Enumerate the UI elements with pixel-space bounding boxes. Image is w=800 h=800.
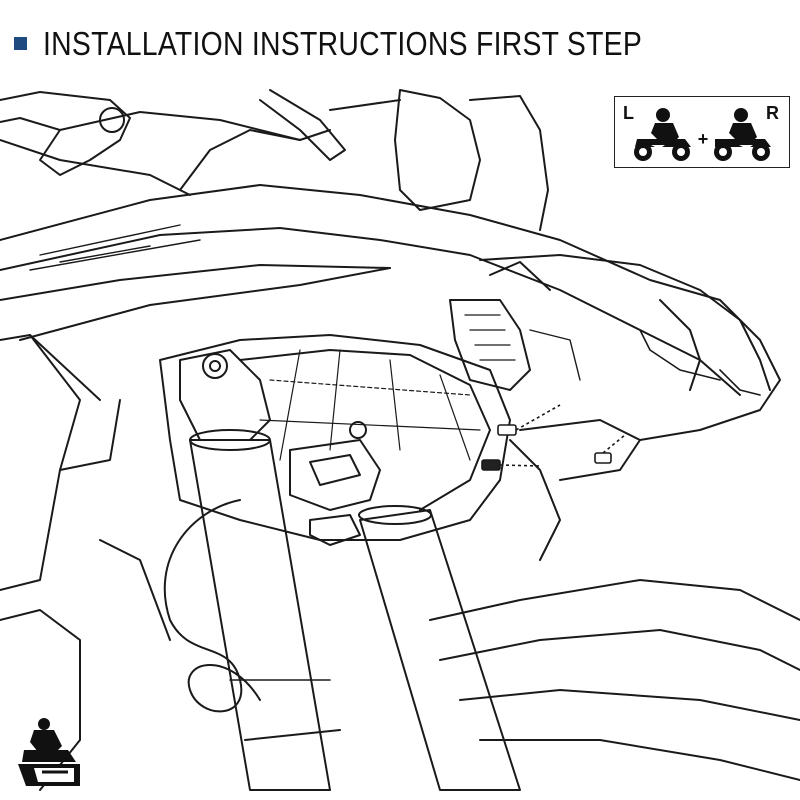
center-clamp: [289, 439, 381, 511]
right-fork-tube: [359, 509, 521, 791]
brand-logo-icon: [18, 718, 80, 786]
page-title: INSTALLATION INSTRUCTIONS FIRST STEP: [43, 25, 643, 62]
connector-block: [449, 299, 531, 391]
frame-rod-upper: [259, 89, 346, 161]
left-mount: [179, 349, 271, 441]
frame-rod-lower: [0, 139, 191, 196]
headlight-nose: [479, 254, 771, 391]
rider-icons: +: [634, 108, 771, 161]
left-label: L: [623, 103, 634, 123]
plus-symbol: +: [698, 129, 709, 149]
screws-group: [481, 404, 626, 471]
fairing-outline: [0, 184, 781, 441]
motorcycle-rider-right-icon: [714, 108, 771, 161]
right-label: R: [766, 103, 779, 123]
bracket-plate: [159, 334, 511, 541]
header: INSTALLATION INSTRUCTIONS FIRST STEP: [0, 0, 800, 88]
upper-cover: [394, 89, 481, 211]
frame-bracket-top: [0, 91, 131, 176]
installation-diagram: [0, 89, 800, 791]
wire-cable: [163, 499, 261, 713]
title-bullet: [14, 37, 27, 50]
motorcycle-rider-left-icon: [634, 108, 691, 161]
left-right-side-indicator: L R +: [614, 96, 790, 168]
lower-fender: [429, 579, 800, 621]
screw-2: [481, 459, 541, 471]
frame-arm: [59, 111, 331, 141]
screw-1: [497, 404, 561, 436]
left-fork-tube: [189, 439, 331, 791]
screw-3: [594, 434, 626, 464]
left-side-panel: [0, 334, 81, 591]
